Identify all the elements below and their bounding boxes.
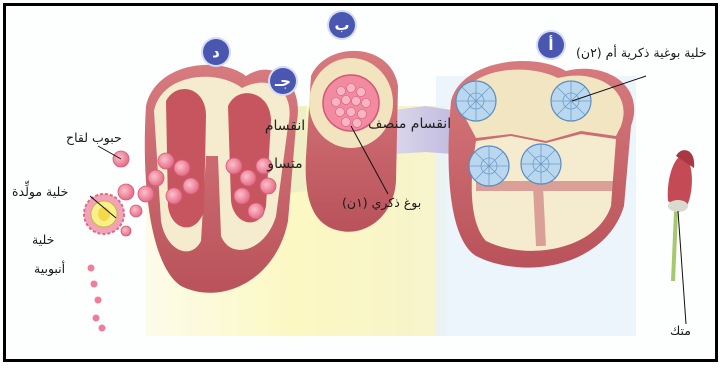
anther-label: متك — [670, 324, 691, 338]
badge-stage-c: جـ — [270, 68, 296, 94]
tube-cell-label-line2: أنبوبية — [34, 262, 65, 276]
pollen-grains-label: حبوب لقاح — [66, 131, 122, 145]
tube-cell-label-line1: خلية — [32, 233, 54, 247]
badge-stage-a: أ — [538, 32, 564, 58]
flower-illustration — [668, 150, 694, 281]
mature-pollen-grain — [84, 194, 124, 234]
generative-cell-label: خلية مولِّدة — [12, 185, 68, 199]
microspore-label: بوغ ذكري (١ن) — [342, 196, 421, 210]
badge-stage-d: د — [203, 39, 229, 65]
badge-stage-b: ب — [329, 12, 355, 38]
mitosis-label-line2: متساو — [264, 156, 306, 172]
diagram-frame: أ ب جـ د انقسام منصف انقسام متساو خلية ب… — [3, 3, 718, 362]
mitosis-label-line1: انقسام — [264, 118, 306, 134]
pollen-dots — [88, 265, 106, 332]
meiosis-label: انقسام منصف — [368, 116, 451, 132]
stage-a-anther — [449, 61, 635, 268]
mother-cell-label: خلية بوغية ذكرية أم (٢ن) — [576, 46, 707, 60]
